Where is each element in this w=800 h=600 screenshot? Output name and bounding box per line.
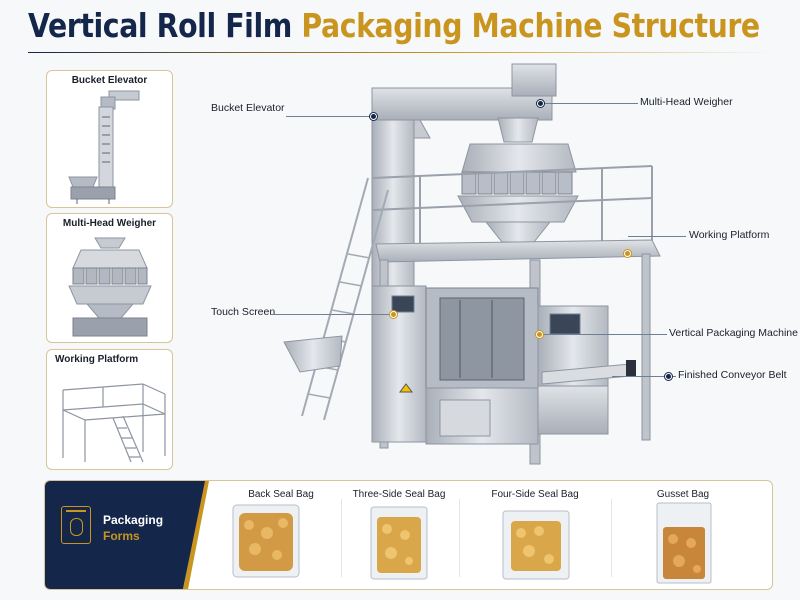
callout-line <box>540 334 667 335</box>
bag-label: Back Seal Bag <box>248 489 314 500</box>
callout-dot <box>624 250 631 257</box>
bag-label: Gusset Bag <box>656 489 710 500</box>
title-part-1: Vertical Roll Film <box>28 6 292 45</box>
callout-working-platform: Working Platform <box>689 229 770 241</box>
bucket-elevator-illustration <box>68 90 140 204</box>
side-card-bucket-elevator: Bucket Elevator <box>46 70 173 208</box>
callout-vertical-packaging-machine: Vertical Packaging Machine <box>669 327 798 339</box>
working-platform-illustration <box>62 383 166 463</box>
separator <box>341 499 342 577</box>
four-side-seal-bag-image <box>502 510 570 580</box>
packaging-forms-title: Packaging <box>103 513 164 527</box>
callout-line <box>628 236 686 237</box>
side-card-label: Bucket Elevator <box>71 75 148 86</box>
callout-dot <box>665 373 672 380</box>
callout-dot <box>536 331 543 338</box>
bag-four-side-seal: Four-Side Seal Bag <box>475 481 595 589</box>
bag-three-side-seal: Three-Side Seal Bag <box>339 481 459 589</box>
packaging-forms-panel: Packaging Forms Back Seal Bag Three-Side… <box>44 480 773 590</box>
bag-icon <box>61 506 91 544</box>
back-seal-bag-image <box>232 504 300 578</box>
separator <box>611 499 612 577</box>
packaging-machine-illustration <box>283 63 661 465</box>
callout-dot <box>537 100 544 107</box>
callout-bucket-elevator: Bucket Elevator <box>211 102 285 114</box>
multi-head-weigher-illustration <box>68 237 152 337</box>
callout-line <box>540 103 638 104</box>
bag-back-seal: Back Seal Bag <box>221 481 341 589</box>
packaging-forms-subtitle: Forms <box>103 529 140 543</box>
bag-label: Three-Side Seal Bag <box>352 489 446 500</box>
side-card-label: Multi-Head Weigher <box>62 218 157 229</box>
separator <box>459 499 460 577</box>
callout-line <box>612 376 676 377</box>
callout-line <box>286 116 374 117</box>
callout-finished-conveyor-belt: Finished Conveyor Belt <box>678 369 787 381</box>
title-divider <box>28 52 773 53</box>
three-side-seal-bag-image <box>370 506 428 580</box>
page-title: Vertical Roll Film Packaging Machine Str… <box>28 6 760 45</box>
title-part-2: Packaging Machine Structure <box>301 6 760 45</box>
callout-dot <box>390 311 397 318</box>
side-card-multi-head-weigher: Multi-Head Weigher <box>46 213 173 343</box>
side-card-label: Working Platform <box>55 354 139 365</box>
callout-dot <box>370 113 377 120</box>
bag-label: Four-Side Seal Bag <box>491 489 579 500</box>
gusset-bag-image <box>656 502 712 584</box>
side-card-working-platform: Working Platform <box>46 349 173 470</box>
bag-gusset: Gusset Bag <box>623 481 743 589</box>
callout-touch-screen: Touch Screen <box>211 306 276 318</box>
callout-line <box>270 314 392 315</box>
callout-multi-head-weigher: Multi-Head Weigher <box>640 96 733 108</box>
